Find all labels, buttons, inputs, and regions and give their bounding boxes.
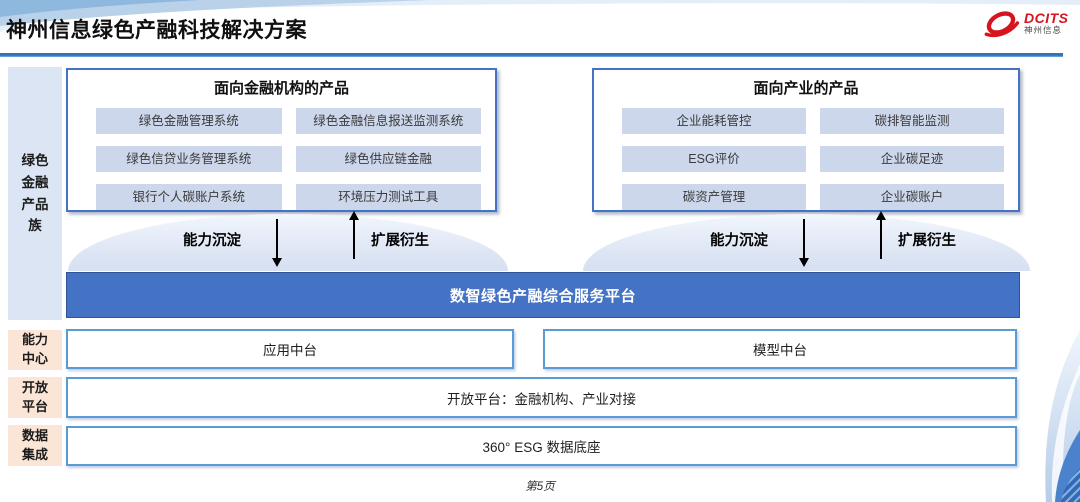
up-arrow-icon: [875, 211, 886, 259]
product-item: 碳排智能监测: [820, 108, 1004, 134]
expand-derive-label: 扩展衍生: [371, 232, 429, 249]
group-industry-title: 面向产业的产品: [753, 80, 859, 97]
group-industry-grid: 企业能耗管控 碳排智能监测 ESG评价 企业碳足迹 碳资产管理 企业碳账户: [594, 108, 1018, 210]
group-financial-products: 面向金融机构的产品 绿色金融管理系统 绿色金融信息报送监测系统 绿色信贷业务管理…: [66, 68, 497, 212]
group-industry-products: 面向产业的产品 企业能耗管控 碳排智能监测 ESG评价 企业碳足迹 碳资产管理 …: [592, 68, 1020, 212]
product-item: 银行个人碳账户系统: [96, 184, 282, 210]
down-arrow-icon: [798, 219, 809, 267]
model-middleplatform-label: 模型中台: [753, 343, 807, 358]
dcits-swoosh-icon: [984, 11, 1020, 38]
flow-arrows-right: 能力沉淀 扩展衍生: [710, 211, 956, 267]
app-middleplatform-label: 应用中台: [263, 343, 317, 358]
company-logo: DCITS 神州信息: [982, 7, 1069, 39]
logo-subtext: 神州信息: [1024, 24, 1063, 35]
app-middleplatform-box: 应用中台: [66, 329, 514, 369]
product-item: 环境压力测试工具: [295, 184, 481, 210]
rail-open-platform-label: 开放平台: [22, 379, 49, 414]
esg-data-base-label: 360° ESG 数据底座: [482, 440, 601, 455]
product-item: 企业能耗管控: [622, 108, 806, 134]
product-item: 绿色信贷业务管理系统: [96, 146, 282, 172]
model-middleplatform-box: 模型中台: [543, 329, 1017, 369]
rail-capability-center: 能力中心: [8, 330, 62, 370]
rail-data-integration-label: 数据集成: [22, 427, 49, 462]
rail-product-family: 绿色金融产品族: [8, 67, 62, 320]
rail-data-integration: 数据集成: [8, 425, 62, 466]
rail-capability-center-label: 能力中心: [22, 332, 49, 366]
rail-product-family-label: 绿色金融产品族: [21, 153, 49, 234]
product-item: 绿色供应链金融: [295, 146, 481, 172]
product-item: 绿色金融管理系统: [96, 108, 282, 134]
product-item: ESG评价: [622, 146, 806, 172]
product-item: 碳资产管理: [622, 184, 806, 210]
up-arrow-icon: [348, 211, 359, 259]
logo-text: DCITS 神州信息: [1024, 11, 1069, 35]
page-number: 第5页: [525, 481, 555, 493]
page-title: 神州信息绿色产融科技解决方案: [6, 19, 307, 42]
open-platform-box-label: 开放平台：金融机构、产业对接: [447, 391, 636, 407]
product-item: 企业碳足迹: [820, 146, 1004, 172]
flow-arrows-left: 能力沉淀 扩展衍生: [183, 211, 429, 267]
platform-bar: 数智绿色产融综合服务平台: [66, 272, 1020, 318]
esg-data-base-box: 360° ESG 数据底座: [66, 426, 1017, 466]
group-financial-title: 面向金融机构的产品: [213, 80, 349, 97]
group-financial-grid: 绿色金融管理系统 绿色金融信息报送监测系统 绿色信贷业务管理系统 绿色供应链金融…: [68, 108, 495, 210]
product-item: 绿色金融信息报送监测系统: [295, 108, 481, 134]
open-platform-box: 开放平台：金融机构、产业对接: [66, 377, 1017, 418]
product-item: 企业碳账户: [820, 184, 1004, 210]
rail-open-platform: 开放平台: [8, 377, 62, 418]
capability-settle-label: 能力沉淀: [710, 232, 768, 249]
logo-brand: DCITS: [1024, 10, 1069, 27]
down-arrow-icon: [271, 219, 282, 267]
expand-derive-label: 扩展衍生: [898, 232, 956, 249]
platform-bar-label: 数智绿色产融综合服务平台: [449, 287, 636, 305]
capability-settle-label: 能力沉淀: [183, 232, 241, 249]
header-divider-line: [0, 53, 1063, 57]
